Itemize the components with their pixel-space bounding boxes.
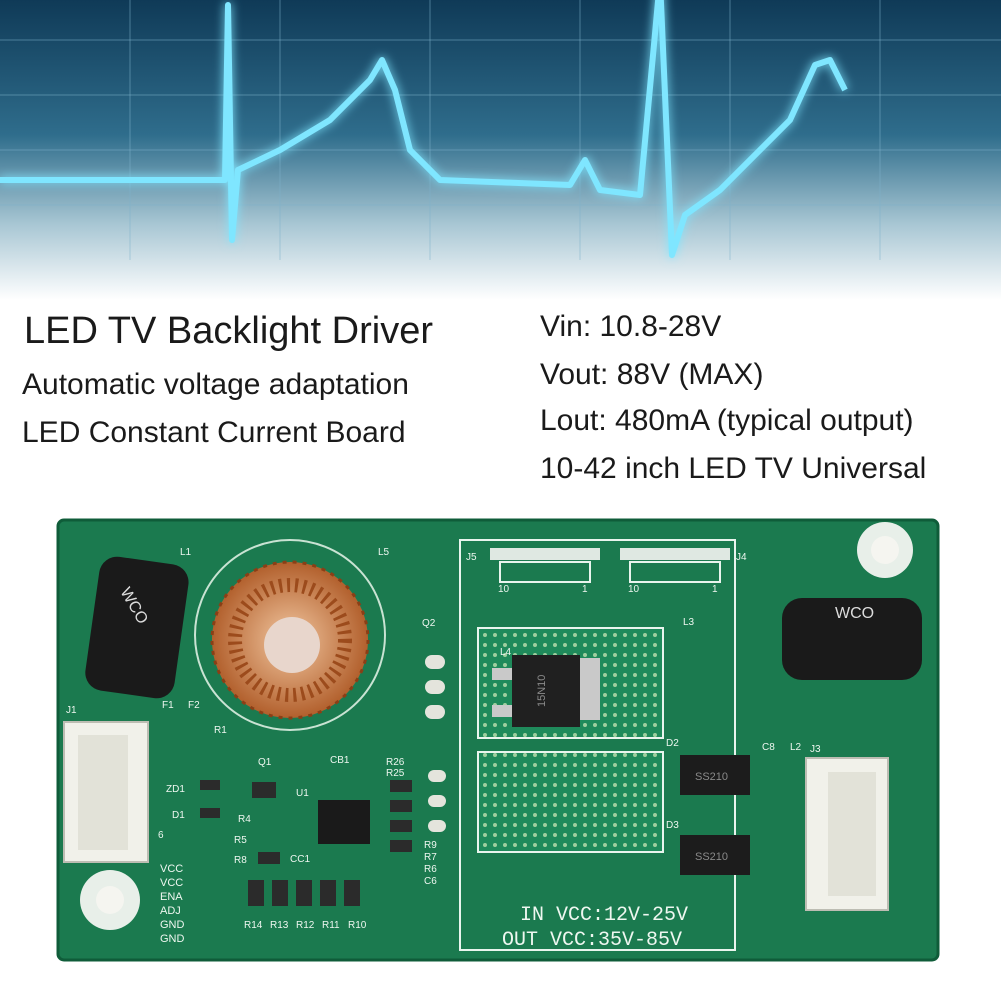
label-l3: L3 [683,617,695,628]
label-j5-pin10: 10 [498,584,510,595]
label-l1: L1 [180,547,192,558]
dotted-area-lower [477,751,664,853]
label-q2: Q2 [422,618,436,629]
label-r8: R8 [234,855,247,866]
label-j5-pin1: 1 [582,584,588,595]
grid-lines [0,0,1001,260]
mounting-hole-bottom-left [80,870,140,930]
spec-vin: Vin: 10.8-28V [540,310,722,343]
ribbon-connector-j4 [620,548,730,583]
ic-u1 [318,800,370,844]
label-r11: R11 [322,920,340,931]
svg-text:15N10: 15N10 [536,675,548,707]
label-r4: R4 [238,814,251,825]
toroid-inductor [194,539,386,731]
label-j3: J3 [810,744,821,755]
label-j5: J5 [466,552,477,563]
connector-j1 [63,721,149,863]
label-f1: F1 [162,700,174,711]
label-r1: R1 [214,725,227,736]
label-cc1: CC1 [290,854,310,865]
label-r13: R13 [270,920,289,931]
spec-iout: Lout: 480mA (typical output) [540,404,914,437]
svg-text:SS210: SS210 [695,771,728,783]
label-q1: Q1 [258,757,272,768]
label-r7: R7 [424,852,437,863]
label-r9: R9 [424,840,437,851]
pin-label-ena: ENA [160,891,183,903]
label-d2: D2 [666,738,679,749]
label-l4: L4 [500,647,512,658]
pin-label-adj: ADJ [160,905,181,917]
connector-j3 [805,757,889,911]
label-r14: R14 [244,920,263,931]
smd-resistors [200,780,412,906]
label-l2: L2 [790,742,802,753]
label-j4-pin10: 10 [628,584,640,595]
label-f2: F2 [188,700,200,711]
spec-compat: 10-42 inch LED TV Universal [540,452,927,485]
label-r25: R25 [386,768,405,779]
pin-label-gnd-2: GND [160,933,185,945]
product-title: LED TV Backlight Driver [24,310,433,352]
capacitor-left: WCO [85,556,189,699]
label-zd1: ZD1 [166,784,185,795]
label-j4: J4 [736,552,747,563]
label-u1: U1 [296,788,309,799]
svg-text:WCO: WCO [835,605,874,622]
label-c8: C8 [762,742,775,753]
label-r5: R5 [234,835,247,846]
label-out-vcc: OUT VCC:35V-85V [502,929,682,952]
label-c6: C6 [424,876,437,887]
label-j1: J1 [66,705,77,716]
label-r10: R10 [348,920,367,931]
label-r26: R26 [386,757,405,768]
description-line-2: LED Constant Current Board [22,416,406,449]
label-j4-pin1: 1 [712,584,718,595]
test-pads [425,655,446,832]
mosfet-15n10: 15N10 [492,655,600,727]
pin-label-vcc-2: VCC [160,877,183,889]
pin-label-gnd-1: GND [160,919,185,931]
label-l5: L5 [378,547,390,558]
pcb-board-photo: WCO WCO 15N10 SS210 SS210 [56,518,940,962]
svg-text:SS210: SS210 [695,851,728,863]
spec-vout: Vout: 88V (MAX) [540,358,764,391]
description-line-1: Automatic voltage adaptation [22,368,409,401]
label-r6: R6 [424,864,437,875]
pin-label-vcc-1: VCC [160,863,183,875]
label-d3: D3 [666,820,679,831]
mounting-hole-top-right [857,522,913,578]
label-r12: R12 [296,920,315,931]
label-j1-pin6: 6 [158,830,164,841]
label-cb1: CB1 [330,755,350,766]
diode-d3: SS210 [680,835,750,875]
diode-d2: SS210 [680,755,750,795]
capacitor-right: WCO [782,598,922,680]
label-in-vcc: IN VCC:12V-25V [520,904,688,927]
ribbon-connector-j5 [490,548,600,583]
label-d1: D1 [172,810,185,821]
ecg-hero-background [0,0,1001,300]
ecg-waveform [0,0,848,258]
